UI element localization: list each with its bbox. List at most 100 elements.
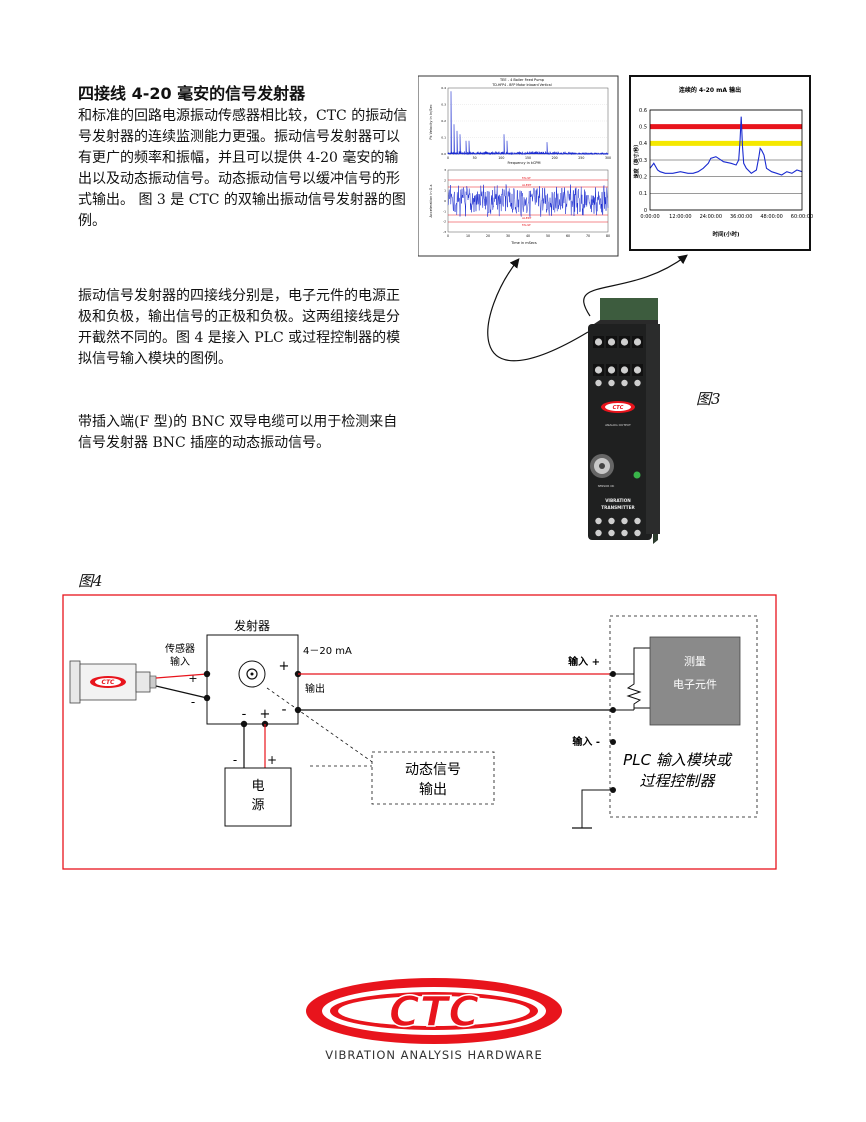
waveform-ytick-label: -2 xyxy=(443,220,446,224)
logo-brand-text: CTC xyxy=(389,987,479,1036)
sensor-logo-text: CTC xyxy=(102,679,115,686)
spectrum-subtitle: TD-HFP4 - BFP Motor Inboard Vertical xyxy=(491,83,551,87)
vibration-transmitter-module: CTC ANALOG OUTPUT SENSOR OK VIBRATION TR… xyxy=(588,298,660,544)
waveform-xlabel: Time in mSecs xyxy=(510,241,537,245)
input-minus-label: 输入 - xyxy=(572,735,600,748)
sensor-input-label-2: 输入 xyxy=(170,655,190,668)
spectrum-title: TEE - 4 Boiler Feed Pump xyxy=(499,78,545,82)
trend-ylabel: 速度（英寸/秒） xyxy=(633,142,640,179)
spectrum-xlabel: Frequency in kCPM xyxy=(507,161,540,165)
trend-xtick-label: 60:00:00 xyxy=(791,214,813,220)
transmitter-label: 发射器 xyxy=(234,618,270,633)
terminal-screw xyxy=(621,529,628,537)
trend-plot-area xyxy=(649,109,803,211)
waveform-ytick-label: 3 xyxy=(444,168,446,172)
transmitter-plus: + xyxy=(279,659,290,674)
terminal-screw xyxy=(633,366,642,374)
trend-xtick-label: 48:00:00 xyxy=(760,214,782,220)
trend-yticks: 00.10.20.30.40.50.6 xyxy=(639,108,647,214)
waveform-xtick-label: 20 xyxy=(486,234,490,238)
sensor-minus: - xyxy=(191,695,195,709)
spectrum-xtick-label: 300 xyxy=(605,156,611,160)
terminal-block-bottom xyxy=(595,517,641,537)
electronics-label: 电子元件 xyxy=(673,678,717,691)
waveform-ylabel: Acceleration in G-s xyxy=(429,184,433,217)
module-sensor-label: SENSOR OK xyxy=(598,484,615,488)
spectrum-xtick-label: 100 xyxy=(498,156,504,160)
terminal-screw xyxy=(607,366,616,374)
plc-label-1: PLC 输入模块或 xyxy=(623,751,733,769)
waveform-ytick-label: -3 xyxy=(443,230,446,234)
paragraph-wiring: 振动信号发射器的四接线分别是，电子元件的电源正极和负极，输出信号的正极和负极。这… xyxy=(78,288,401,367)
trend-xlabel: 时间(小时) xyxy=(712,230,740,238)
figure-4-wiring-diagram: CTC 传感器 输入 + - 发射器 + - - + 4－20 mA 输出 - … xyxy=(62,594,777,870)
wave-fault-label-upper: FAULT xyxy=(522,176,531,180)
waveform-ytick-label: 0 xyxy=(444,199,446,203)
paragraph-intro: 和标准的回路电源振动传感器相比较，CTC 的振动信号发射器的连续监测能力更强。振… xyxy=(78,108,408,229)
arrow-to-trend xyxy=(583,254,688,317)
module-logo-text: CTC xyxy=(613,405,624,411)
sensor-plus: + xyxy=(188,672,197,685)
terminal-screw xyxy=(594,366,603,374)
vibration-sensor: CTC xyxy=(69,660,157,704)
terminal-block-top xyxy=(593,336,643,387)
spectrum-xtick-label: 50 xyxy=(473,156,477,160)
trend-ytick-label: 0.3 xyxy=(639,158,647,164)
terminal-screw xyxy=(595,517,602,525)
module-analog-output-label: ANALOG OUTPUT xyxy=(605,423,631,427)
ctc-logo: CTC VIBRATION ANALYSIS HARDWARE xyxy=(306,978,562,1062)
spectrum-ytick-label: 0.3 xyxy=(441,103,446,107)
trend-title: 连续的 4-20 mA 输出 xyxy=(679,86,741,94)
output-label: 输出 xyxy=(305,682,325,695)
trend-panel xyxy=(629,75,811,251)
trend-series-line xyxy=(649,116,803,176)
sensor-ok-led xyxy=(633,471,641,479)
spectrum-yticks: 0.00.10.20.30.4 xyxy=(441,86,446,156)
terminal-screw xyxy=(620,338,629,346)
figure-3: TEE - 4 Boiler Feed Pump TD-HFP4 - BFP M… xyxy=(418,75,813,544)
waveform-xtick-label: 70 xyxy=(586,234,590,238)
waveform-xtick-label: 40 xyxy=(526,234,530,238)
terminal-screw xyxy=(608,529,615,537)
spectrum-series-line xyxy=(447,91,609,156)
dynamic-output-box xyxy=(371,751,495,805)
wave-alert-label-lower: ALERT xyxy=(522,216,531,220)
trend-thresholds xyxy=(650,124,802,146)
waveform-ytick-label: 1 xyxy=(444,189,446,193)
spectrum-xtick-label: 250 xyxy=(578,156,584,160)
waveform-xtick-label: 80 xyxy=(606,234,610,238)
wave-alert-label-upper: ALERT xyxy=(522,183,531,187)
plc-label-2: 过程控制器 xyxy=(639,772,716,790)
dynamic-output-label-1: 动态信号 xyxy=(405,762,461,778)
trend-ytick-label: 0.5 xyxy=(639,124,647,130)
terminal-screw xyxy=(607,338,616,346)
spectrum-grid xyxy=(448,104,608,138)
input-resistor xyxy=(626,674,642,710)
dynamic-output-label-2: 输出 xyxy=(419,782,447,798)
sensor-input-label-1: 传感器 xyxy=(165,642,195,655)
trend-ytick-label: 0.4 xyxy=(639,141,647,147)
terminal-screw xyxy=(633,338,642,346)
spectrum-ytick-label: 0.2 xyxy=(441,119,446,123)
transmitter-minus: - xyxy=(281,702,286,718)
spectrum-xtick-label: 150 xyxy=(525,156,531,160)
power-terminal-plus: + xyxy=(260,707,271,722)
waveform-xtick-label: 10 xyxy=(466,234,470,238)
trend-ytick-label: 0.1 xyxy=(639,191,647,197)
power-supply-label-1: 电 xyxy=(251,779,264,794)
terminal-screw xyxy=(634,379,641,387)
figure-4-label: 图4 xyxy=(78,572,103,590)
arrow-to-spectrum xyxy=(487,258,589,362)
spectrum-ytick-label: 0.4 xyxy=(441,86,446,90)
terminal-screw xyxy=(608,379,615,387)
spectrum-xtick-label: 200 xyxy=(552,156,558,160)
terminal-screw xyxy=(634,517,641,525)
waveform-plot-area xyxy=(447,169,609,233)
power-terminal-minus: - xyxy=(242,707,247,722)
trend-ytick-label: 0 xyxy=(644,208,647,214)
trend-ytick-label: 0.6 xyxy=(639,108,647,114)
figure-3-label: 图3 xyxy=(696,390,721,408)
